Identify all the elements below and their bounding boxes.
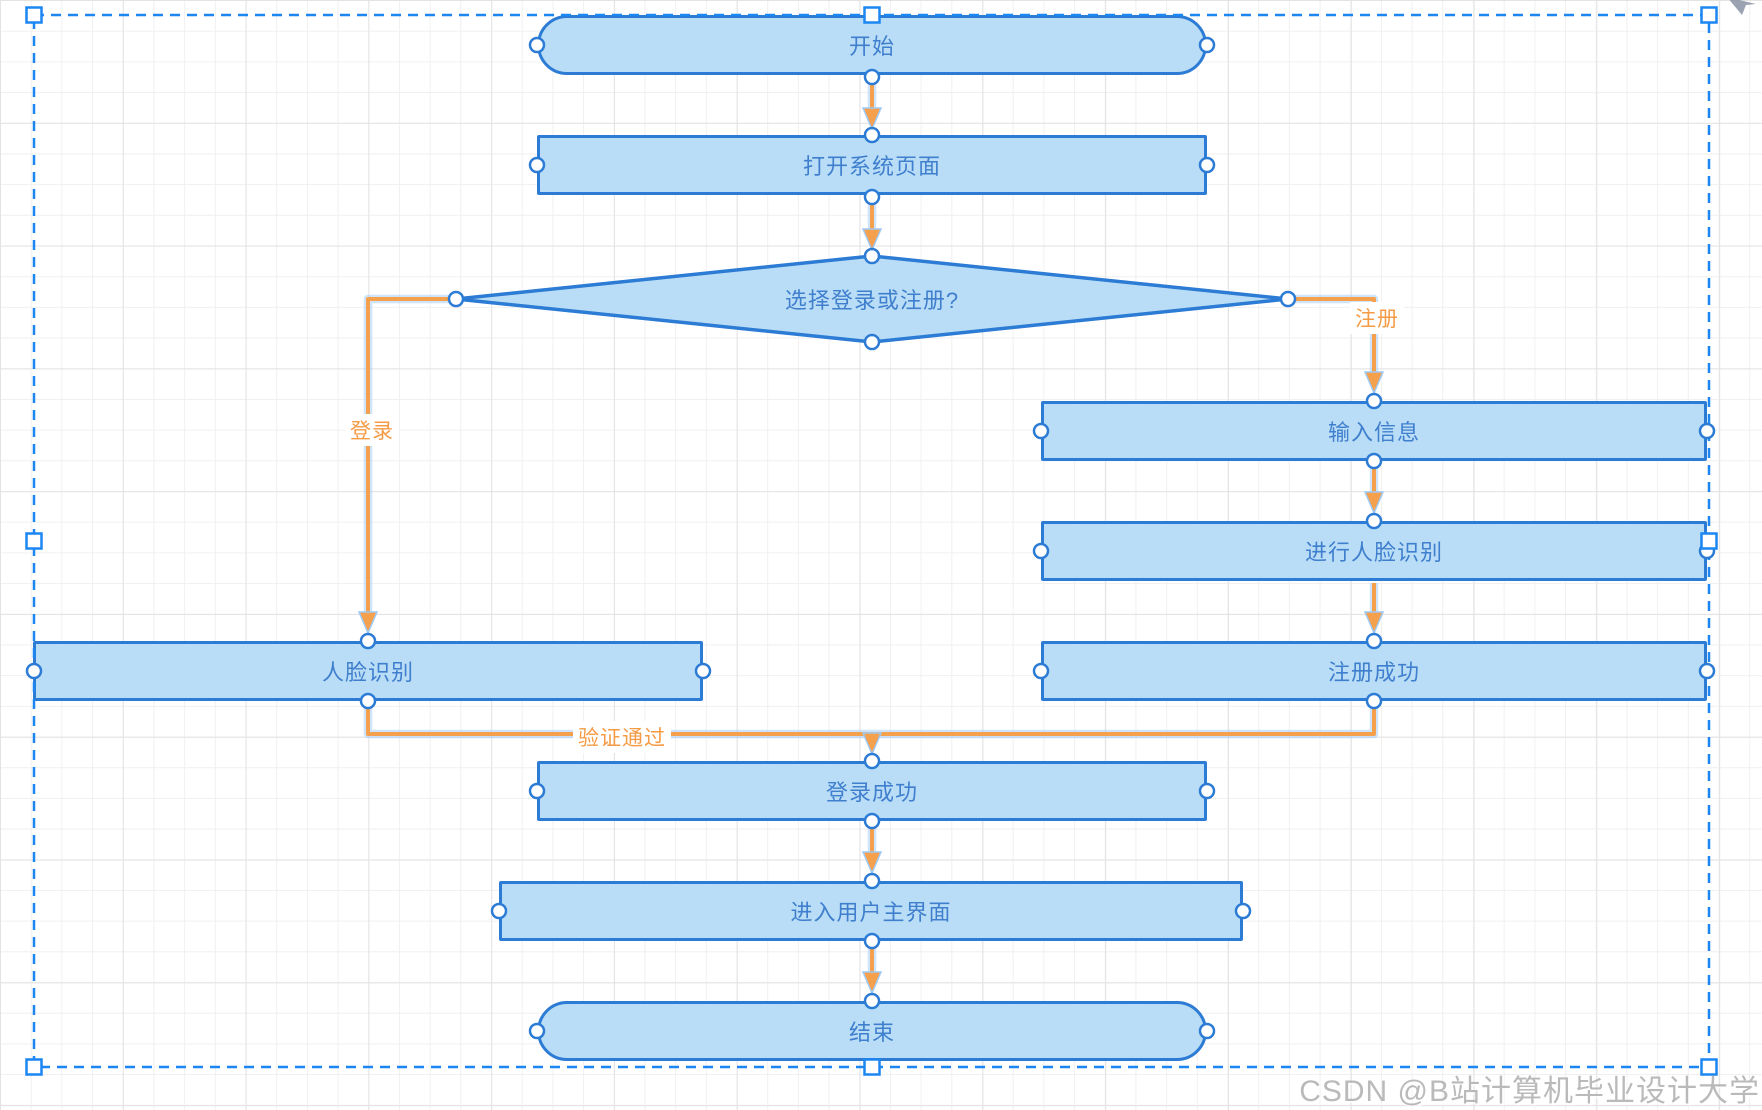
node-choose-login-or-register-label: 选择登录或注册? — [784, 288, 960, 313]
selection-handle-bottom-left[interactable] — [25, 1058, 43, 1076]
arrowhead-icon — [861, 732, 883, 756]
connection-point[interactable] — [447, 290, 465, 308]
arrowhead-icon — [1363, 611, 1385, 635]
arrowhead-icon — [1363, 491, 1385, 515]
edge-input-info-to-perform-face-recognition[interactable] — [1363, 463, 1385, 515]
node-input-info[interactable]: 输入信息 — [1041, 401, 1707, 461]
selection-handle-top-right[interactable] — [1700, 6, 1718, 24]
selection-handle-bottom-mid[interactable] — [863, 1058, 881, 1076]
node-end-label: 结束 — [848, 1020, 895, 1045]
edge-perform-face-recognition-to-register-success[interactable] — [1363, 583, 1385, 635]
edge-label-verified[interactable]: 验证通过 — [573, 721, 671, 753]
edge-main-ui-to-end[interactable] — [861, 943, 883, 995]
node-login-success-label: 登录成功 — [825, 780, 918, 805]
arrowhead-icon — [357, 611, 379, 635]
edge-label-login[interactable]: 登录 — [345, 414, 399, 446]
selection-handle-mid-left[interactable] — [25, 532, 43, 550]
node-enter-user-main-ui-label: 进入用户主界面 — [790, 900, 952, 925]
connection-point[interactable] — [863, 247, 881, 265]
node-perform-face-recognition-label: 进行人脸识别 — [1304, 540, 1443, 565]
cursor-icon — [1729, 0, 1756, 15]
arrowhead-icon — [861, 228, 883, 252]
connection-point[interactable] — [863, 333, 881, 351]
arrowhead-icon — [1363, 371, 1385, 395]
arrowhead-icon — [861, 971, 883, 995]
edge-label-register[interactable]: 注册 — [1350, 302, 1404, 334]
node-input-info-label: 输入信息 — [1327, 420, 1420, 445]
edge-register-success-to-login-success[interactable] — [861, 703, 1379, 756]
selection-handle-top-left[interactable] — [25, 6, 43, 24]
connection-point[interactable] — [1279, 290, 1297, 308]
node-start-label: 开始 — [848, 34, 895, 59]
node-open-system-page[interactable]: 打开系统页面 — [537, 135, 1207, 195]
node-face-recognition[interactable]: 人脸识别 — [33, 641, 703, 701]
node-perform-face-recognition[interactable]: 进行人脸识别 — [1041, 521, 1707, 581]
edge-login-success-to-main-ui[interactable] — [861, 823, 883, 875]
arrowhead-icon — [861, 851, 883, 875]
edge-open-to-choice[interactable] — [861, 199, 883, 252]
node-enter-user-main-ui[interactable]: 进入用户主界面 — [499, 881, 1243, 941]
node-face-recognition-label: 人脸识别 — [321, 660, 414, 685]
node-login-success[interactable]: 登录成功 — [537, 761, 1207, 821]
node-register-success[interactable]: 注册成功 — [1041, 641, 1707, 701]
arrowhead-icon — [861, 107, 883, 131]
node-register-success-label: 注册成功 — [1327, 660, 1420, 685]
node-start[interactable]: 开始 — [537, 15, 1207, 75]
node-open-system-page-label: 打开系统页面 — [802, 154, 941, 179]
node-end[interactable]: 结束 — [537, 1001, 1207, 1061]
watermark-text: CSDN @B站计算机毕业设计大学 — [1299, 1075, 1760, 1108]
edge-start-to-open[interactable] — [861, 79, 883, 131]
edge-choice-login-to-face-recognition[interactable] — [357, 294, 456, 635]
